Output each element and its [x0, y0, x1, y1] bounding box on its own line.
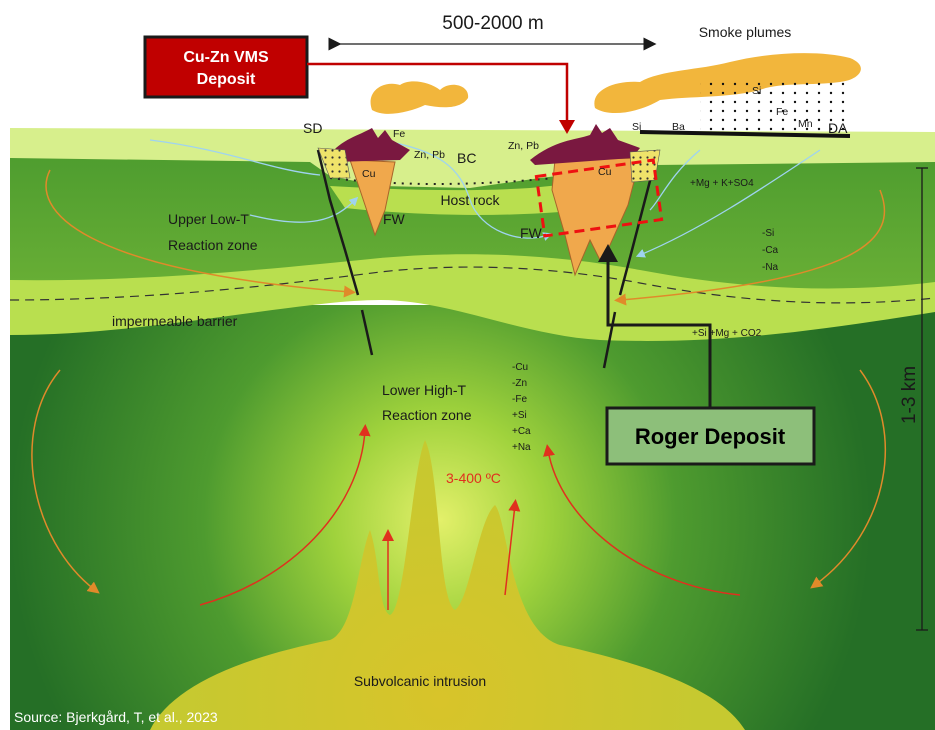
smoke-plumes-label: Smoke plumes — [699, 24, 792, 40]
left-massive-sulfide — [330, 128, 410, 162]
intrusion-arrow — [504, 499, 521, 596]
roger-callout-label: Roger Deposit — [635, 424, 786, 449]
seawater-arrow — [249, 196, 359, 223]
intrusion-label: Subvolcanic intrusion — [354, 673, 486, 689]
source-credit: Source: Bjerkgård, T, et al., 2023 — [14, 709, 218, 725]
seawater-arrow — [649, 149, 701, 211]
roger-callout-arrowhead — [598, 244, 618, 262]
left-stockwork — [349, 159, 396, 237]
vms-callout-arrowhead — [559, 120, 575, 134]
plume-si-label: Si — [752, 85, 761, 97]
seafloor — [10, 128, 935, 188]
circulation-arrow — [45, 169, 356, 298]
barrier-label: impermeable barrier — [112, 313, 238, 329]
chem-lower-na: +Na — [512, 442, 531, 453]
fe-label: Fe — [393, 128, 405, 140]
upper-zone-label-2: Reaction zone — [168, 237, 258, 253]
circulation-arrow — [31, 369, 100, 594]
circulation-arrow — [543, 444, 741, 596]
vms-callout-box — [143, 35, 309, 99]
fw-right-label: FW — [520, 225, 543, 241]
temperature-label: 3-400 ºC — [446, 470, 501, 486]
si-label: Si — [632, 121, 641, 133]
vms-callout-arrow — [307, 62, 569, 122]
fault-right-lower — [602, 311, 617, 369]
roger-callout-arrow — [606, 258, 712, 408]
barrier-dashed-line — [9, 266, 935, 304]
ba-label: Ba — [672, 121, 685, 133]
plume-fe-label: Fe — [776, 106, 788, 118]
circulation-arrow — [199, 424, 371, 606]
vms-callout-line2: Deposit — [197, 71, 256, 88]
width-scale-label: 500-2000 m — [442, 13, 543, 34]
circulation-arrow — [810, 369, 886, 589]
chem-lower-cu: -Cu — [512, 362, 528, 373]
fault-left-lower — [360, 309, 374, 356]
chem-upper-right: +Mg + K+SO4 — [690, 178, 754, 189]
chem-lower-ca: +Ca — [512, 426, 531, 437]
da-label: DA — [828, 120, 848, 136]
plume-mn-label: Mn — [798, 118, 813, 130]
depth-scale-label: 1-3 km — [899, 366, 920, 424]
bc-label: BC — [457, 150, 476, 166]
lower-zone-label-1: Lower High-T — [382, 382, 466, 398]
impermeable-barrier — [10, 254, 935, 341]
chem-upper-loss-ca: -Ca — [762, 245, 779, 256]
seawater-arrow — [379, 139, 553, 241]
plume-particles — [700, 82, 850, 134]
smoke-plume-left — [370, 81, 469, 114]
left-sediment — [317, 147, 351, 179]
vms-callout-line1: Cu-Zn VMS — [183, 49, 269, 66]
subvolcanic-intrusion — [150, 440, 745, 730]
zn-pb-left-label: Zn, Pb — [414, 149, 445, 161]
chem-lower-si: +Si — [512, 410, 527, 421]
fault-left — [316, 149, 360, 296]
chem-lower-zn: -Zn — [512, 378, 527, 389]
upper-zone-label-1: Upper Low-T — [168, 211, 249, 227]
circulation-arrow — [614, 189, 886, 306]
zn-pb-right-label: Zn, Pb — [508, 140, 539, 152]
lower-zone-label-2: Reaction zone — [382, 407, 472, 423]
roger-target-box — [534, 158, 664, 238]
host-rock-label: Host rock — [440, 192, 500, 208]
cu-left-label: Cu — [362, 168, 376, 180]
right-massive-sulfide — [530, 124, 640, 165]
chem-lower-fe: -Fe — [512, 394, 527, 405]
fw-left-label: FW — [383, 211, 406, 227]
roger-callout-box — [605, 406, 816, 466]
chem-barrier-gain: +Si +Mg + CO2 — [692, 328, 762, 339]
sd-label: SD — [303, 120, 322, 136]
seawater-arrow — [149, 139, 321, 176]
chem-upper-loss-si: -Si — [762, 228, 774, 239]
seawater-arrow — [635, 149, 821, 258]
cu-right-label: Cu — [598, 166, 612, 178]
chem-upper-loss-na: -Na — [762, 262, 779, 273]
upper-reaction-zone — [10, 135, 935, 305]
